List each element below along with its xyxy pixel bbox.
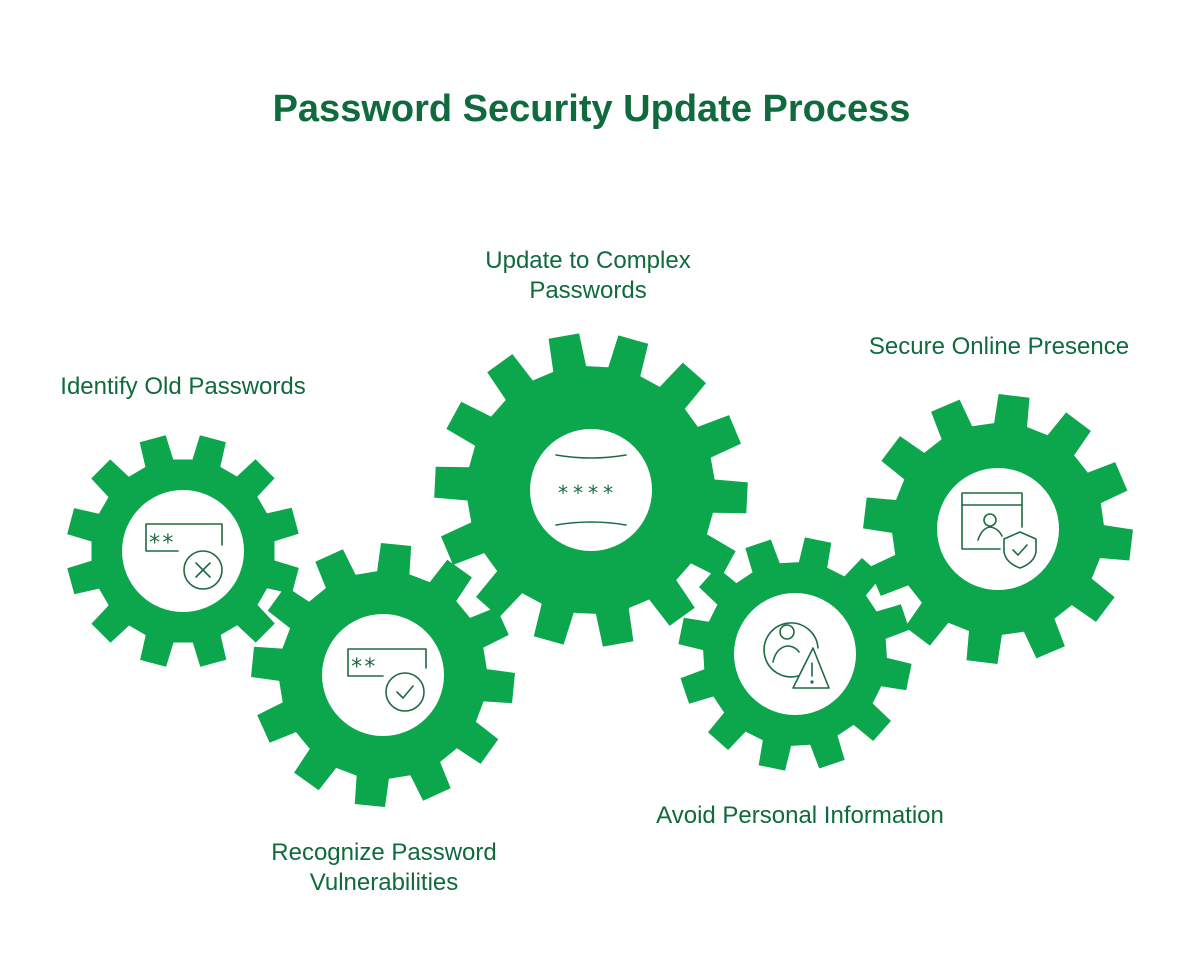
- svg-text:**: **: [350, 655, 377, 680]
- step-label-identify-old-passwords: Identify Old Passwords: [60, 373, 306, 400]
- gear-hub-avoid: [734, 593, 856, 715]
- step-label-avoid-personal-information: Avoid Personal Information: [656, 802, 944, 829]
- step-label-secure-online-presence: Secure Online Presence: [868, 333, 1130, 360]
- gear-hub-secure: [937, 468, 1059, 590]
- password-check-icon: **: [347, 648, 427, 712]
- masked-password-icon: ****: [555, 454, 627, 526]
- gear-hub-recognize: [322, 614, 444, 736]
- page-title: Password Security Update Process: [272, 88, 911, 130]
- gear-hub-identify: [122, 490, 244, 612]
- step-label-update-complex-passwords: Update to Complex Passwords: [485, 247, 691, 304]
- gear-hub-update: [530, 429, 652, 551]
- svg-text:****: ****: [557, 481, 617, 505]
- svg-text:**: **: [148, 531, 175, 556]
- user-warning-icon: [763, 622, 830, 689]
- password-x-icon: **: [145, 523, 223, 590]
- secure-profile-icon: [961, 492, 1037, 569]
- step-label-recognize-vulnerabilities: Recognize Password Vulnerabilities: [271, 839, 497, 896]
